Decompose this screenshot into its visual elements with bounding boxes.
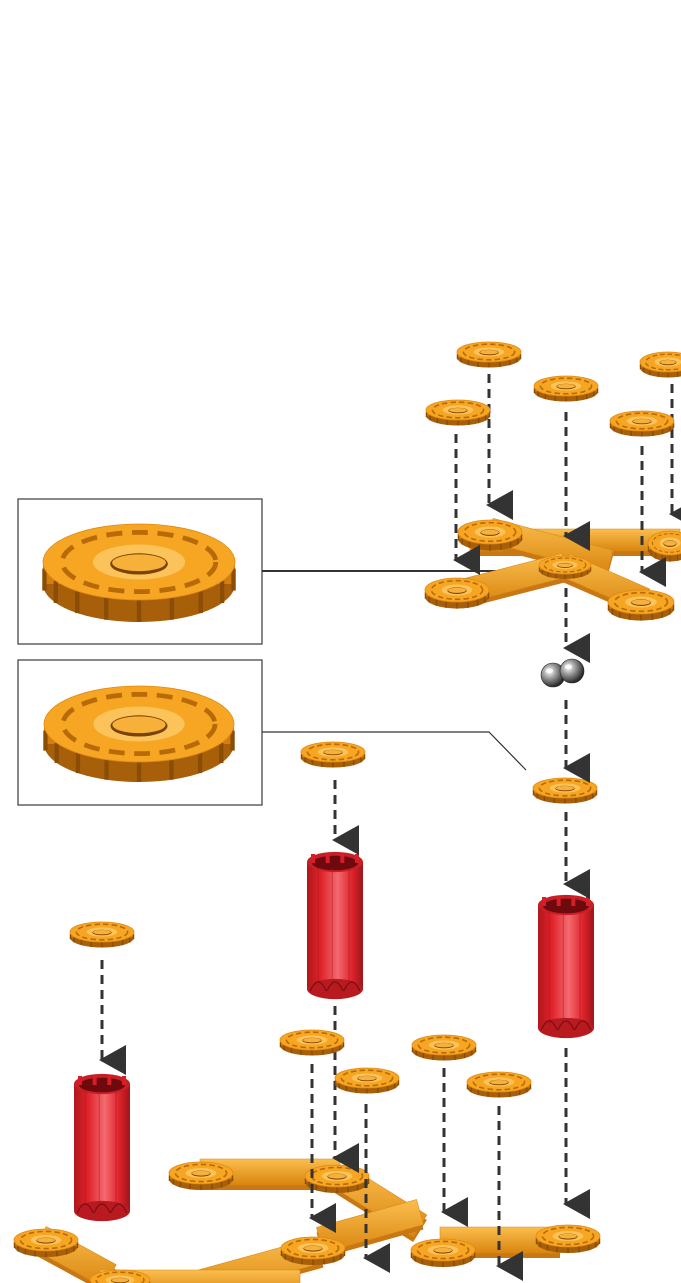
- ring-connector-middle: [300, 741, 366, 768]
- ring-connector-float-8: [411, 1034, 477, 1061]
- ring-connector-float-6: [279, 1029, 345, 1056]
- leader-line-bottom: [262, 731, 527, 771]
- ring-connector-e: [647, 530, 681, 562]
- ring-connector-base-1: [168, 1161, 234, 1191]
- ring-connector-right: [532, 777, 598, 804]
- steel-ball-icon: [559, 658, 585, 684]
- ring-connector-float-9: [466, 1071, 532, 1098]
- ring-connector-float-3: [425, 399, 491, 426]
- ring-connector-nw: [457, 519, 523, 551]
- top-parts-layer: [279, 341, 681, 1098]
- red-tube-right: [538, 894, 594, 1039]
- ring-connector-se: [607, 589, 675, 621]
- ring-connector-large: [42, 523, 236, 622]
- ring-connector-base-3: [280, 1236, 346, 1266]
- ring-connector-front-detail: [42, 523, 236, 622]
- ring-connector-left: [69, 921, 135, 948]
- ring-connector-float-5: [639, 351, 681, 378]
- red-tube-left: [74, 1073, 130, 1222]
- ring-connector-base-5: [535, 1224, 601, 1254]
- ring-connector-float-7: [334, 1067, 400, 1094]
- parts-layer: [13, 518, 681, 1283]
- ring-connector-base-7: [89, 1269, 151, 1283]
- ring-connector-base-4: [410, 1238, 476, 1268]
- red-tube-middle: [307, 851, 363, 1000]
- ring-connector-hub: [538, 555, 592, 579]
- ring-connector-float-2: [533, 375, 599, 402]
- ring-connector-base-2: [304, 1164, 370, 1194]
- steel-ball-icon: [540, 662, 566, 688]
- ring-connector-float-4: [609, 410, 675, 437]
- ring-connector-float-1: [456, 341, 522, 368]
- ring-connector-back-detail: [43, 685, 235, 782]
- ring-connector-large: [43, 685, 235, 782]
- ring-connector-sw: [424, 577, 490, 609]
- callout-leaders: [262, 570, 565, 771]
- ring-connector-base-6: [13, 1228, 79, 1258]
